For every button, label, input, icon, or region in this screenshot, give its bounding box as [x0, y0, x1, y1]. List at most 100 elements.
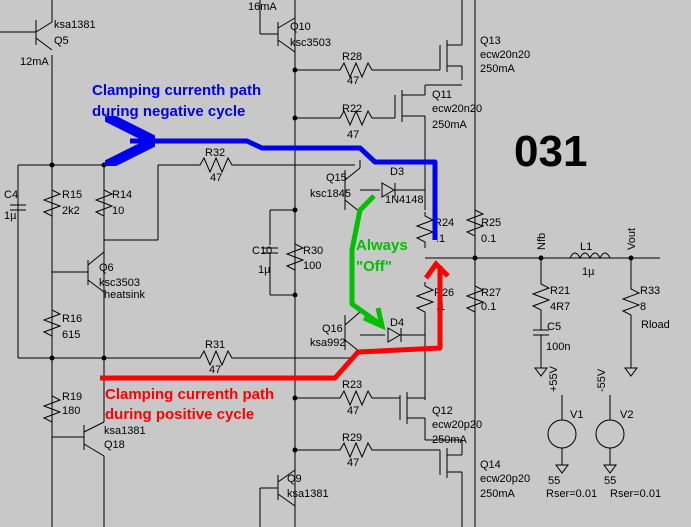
- v1-rser: Rser=0.01: [546, 488, 597, 500]
- vout-label: Vout: [626, 228, 638, 250]
- green-off-path: [349, 194, 382, 327]
- r21-value: 4R7: [550, 301, 570, 313]
- r19-name: R19: [62, 391, 82, 403]
- c10-value: 1µ: [258, 264, 271, 276]
- q13-current: 250mA: [480, 63, 516, 75]
- component-labels: ksa1381 Q5 12mA 16mA Q10 ksc3503 Q13 ecw…: [4, 1, 670, 500]
- q14-model: ecw20p20: [480, 473, 530, 485]
- q6-model: ksc3503: [99, 277, 140, 289]
- q6-extra: heatsink: [104, 289, 145, 301]
- v2-value: 55: [604, 475, 616, 487]
- r28-value: 47: [347, 75, 359, 87]
- r22-value: 47: [347, 129, 359, 141]
- q11-current: 250mA: [432, 119, 468, 131]
- green-arrow-head: [362, 307, 386, 331]
- q12-model: ecw20p20: [432, 419, 482, 431]
- r31-value: 47: [209, 364, 221, 376]
- q9-model: ksa1381: [287, 488, 329, 500]
- r32-value: 47: [210, 172, 222, 184]
- r15-name: R15: [62, 189, 82, 201]
- q10-name: Q10: [290, 21, 311, 33]
- r33-value: 8: [640, 301, 646, 313]
- r14-name: R14: [112, 189, 132, 201]
- d4-name: D4: [390, 317, 404, 329]
- q16-name: Q16: [322, 323, 343, 335]
- r22-name: R22: [342, 103, 362, 115]
- r15-value: 2k2: [62, 205, 80, 217]
- v1-node: +55V: [548, 365, 560, 392]
- q18-model: ksa1381: [104, 425, 146, 437]
- l1-name: L1: [580, 241, 592, 253]
- q5-current: 12mA: [20, 56, 49, 68]
- q15-model: ksc1845: [310, 188, 351, 200]
- q14-current: 250mA: [480, 488, 516, 500]
- schematic-wires: [0, 0, 660, 527]
- q12-current: 250mA: [432, 434, 468, 446]
- r29-name: R29: [342, 432, 362, 444]
- r23-name: R23: [342, 379, 362, 391]
- v2-node: -55V: [596, 368, 608, 392]
- r27-name: R27: [481, 287, 501, 299]
- q11-model: ecw20n20: [432, 103, 482, 115]
- c4-value: 1µ: [4, 210, 17, 222]
- r23-value: 47: [347, 405, 359, 417]
- q12-name: Q12: [432, 405, 453, 417]
- l1-value: 1µ: [582, 266, 595, 278]
- r24-value: .1: [436, 233, 445, 245]
- r26-name: R26: [434, 287, 454, 299]
- blue-clamp-path: [130, 141, 438, 240]
- d3-name: D3: [390, 166, 404, 178]
- red-annotation-line2: during positive cycle: [105, 406, 254, 423]
- q10-current: 16mA: [248, 1, 277, 13]
- c4-name: C4: [4, 189, 18, 201]
- page-title: 031: [514, 127, 587, 176]
- r32-name: R32: [205, 147, 225, 159]
- r25-value: 0.1: [481, 233, 496, 245]
- c5-value: 100n: [546, 341, 570, 353]
- r25-name: R25: [481, 217, 501, 229]
- q5-model: ksa1381: [54, 19, 96, 31]
- r14-value: 10: [112, 205, 124, 217]
- q14-name: Q14: [480, 459, 501, 471]
- green-annotation-line1: Always: [356, 237, 408, 254]
- red-annotation-line1: Clamping currenth path: [105, 386, 274, 403]
- r16-name: R16: [62, 313, 82, 325]
- c10-name: C10: [252, 245, 272, 257]
- r16-value: 615: [62, 329, 80, 341]
- q15-name: Q15: [326, 172, 347, 184]
- r29-value: 47: [347, 457, 359, 469]
- r31-name: R31: [205, 339, 225, 351]
- q13-name: Q13: [480, 35, 501, 47]
- v1-name: V1: [570, 409, 583, 421]
- q6-name: Q6: [99, 262, 114, 274]
- red-arrow-head: [423, 260, 450, 280]
- r28-name: R28: [342, 51, 362, 63]
- q10-model: ksc3503: [290, 37, 331, 49]
- red-clamp-path: [100, 266, 443, 381]
- green-annotation-line2: "Off": [356, 258, 392, 275]
- c5-name: C5: [547, 321, 561, 333]
- q13-model: ecw20n20: [480, 49, 530, 61]
- q9-name: Q9: [287, 473, 302, 485]
- q16-model: ksa992: [310, 337, 345, 349]
- q11-name: Q11: [432, 89, 452, 101]
- d3-model: 1N4148: [385, 194, 424, 206]
- r19-value: 180: [62, 405, 80, 417]
- blue-annotation-line2: during negative cycle: [92, 103, 245, 120]
- junction-dots: [49, 67, 634, 453]
- q5-name: Q5: [54, 35, 69, 47]
- v1-value: 55: [548, 475, 560, 487]
- r27-value: 0.1: [481, 301, 496, 313]
- r21-name: R21: [550, 285, 570, 297]
- r24-name: R24: [434, 217, 454, 229]
- r33-name: R33: [640, 285, 660, 297]
- q18-name: Q18: [104, 439, 125, 451]
- r33-extra: Rload: [641, 319, 670, 331]
- v2-name: V2: [620, 409, 633, 421]
- v2-rser: Rser=0.01: [610, 488, 661, 500]
- r30-value: 100: [303, 260, 321, 272]
- nfb-label: Nfb: [536, 233, 548, 250]
- blue-annotation-line1: Clamping currenth path: [92, 82, 261, 99]
- r30-name: R30: [303, 245, 323, 257]
